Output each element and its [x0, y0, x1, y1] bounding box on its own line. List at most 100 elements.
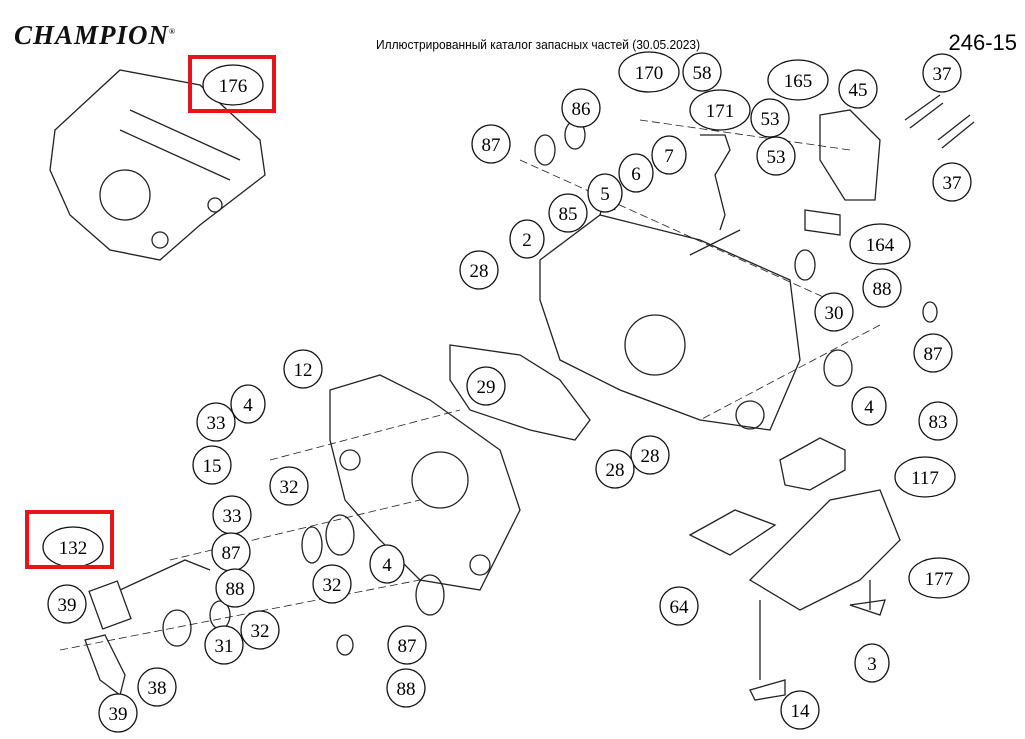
- callout-165: 165: [767, 59, 829, 101]
- callout-bubble: [98, 693, 138, 733]
- callout-164: 164: [849, 223, 911, 265]
- callout-32: 32: [312, 564, 352, 604]
- callout-37: 37: [932, 162, 972, 202]
- callout-bubble: [780, 690, 820, 730]
- callout-88: 88: [215, 568, 255, 608]
- callout-176: 176: [202, 64, 264, 106]
- callout-number: 87: [482, 135, 501, 156]
- callout-number: 88: [397, 679, 416, 700]
- callout-number: 165: [784, 71, 813, 92]
- catalog-title: Иллюстрированный каталог запасных частей…: [376, 37, 701, 52]
- callout-bubble: [894, 456, 956, 498]
- callout-28: 28: [630, 435, 670, 475]
- callout-number: 132: [59, 538, 88, 559]
- highlight-box-176: [188, 55, 276, 113]
- callout-number: 177: [925, 569, 954, 590]
- callout-number: 45: [849, 80, 868, 101]
- callout-87: 87: [387, 625, 427, 665]
- callout-bubble: [908, 557, 970, 599]
- callout-2: 2: [509, 219, 545, 259]
- callout-39: 39: [98, 693, 138, 733]
- callout-bubble: [509, 219, 545, 259]
- callout-38: 38: [137, 667, 177, 707]
- callout-170: 170: [618, 51, 680, 93]
- callout-37: 37: [922, 53, 962, 93]
- page-number: 246-15: [948, 30, 1017, 55]
- callout-bubble: [849, 223, 911, 265]
- callout-number: 86: [572, 99, 591, 120]
- callout-32: 32: [240, 610, 280, 650]
- callout-bubble: [756, 136, 796, 176]
- callout-4: 4: [230, 384, 266, 424]
- callout-33: 33: [196, 402, 236, 442]
- callout-6: 6: [618, 153, 654, 193]
- callout-bubble: [202, 64, 264, 106]
- callout-33: 33: [212, 495, 252, 535]
- callout-bubble: [137, 667, 177, 707]
- callout-bubble: [922, 53, 962, 93]
- callout-number: 53: [761, 109, 780, 130]
- callout-bubble: [618, 153, 654, 193]
- callout-number: 87: [398, 636, 417, 657]
- callout-bubble: [682, 52, 722, 92]
- callout-177: 177: [908, 557, 970, 599]
- callout-number: 4: [243, 395, 253, 416]
- callout-number: 3: [867, 654, 877, 675]
- callout-number: 2: [522, 230, 532, 251]
- callout-number: 58: [693, 63, 712, 84]
- callout-45: 45: [838, 69, 878, 109]
- callout-5: 5: [587, 173, 623, 213]
- callout-number: 28: [606, 460, 625, 481]
- callout-bubble: [932, 162, 972, 202]
- callout-bubble: [918, 401, 958, 441]
- callout-number: 30: [825, 303, 844, 324]
- callout-30: 30: [814, 292, 854, 332]
- callout-132: 132: [42, 526, 104, 568]
- callout-bubble: [561, 88, 601, 128]
- callout-bubble: [548, 193, 588, 233]
- callout-28: 28: [459, 250, 499, 290]
- callout-15: 15: [192, 445, 232, 485]
- callout-number: 32: [251, 621, 270, 642]
- callout-number: 5: [600, 184, 610, 205]
- callout-number: 88: [873, 279, 892, 300]
- callout-number: 33: [223, 506, 242, 527]
- callout-87: 87: [211, 532, 251, 572]
- callout-number: 15: [203, 456, 222, 477]
- highlight-box-132: [25, 510, 114, 569]
- callout-87: 87: [913, 333, 953, 373]
- callout-number: 14: [791, 701, 811, 722]
- callout-number: 39: [109, 704, 128, 725]
- callout-7: 7: [651, 135, 687, 175]
- callout-bubble: [862, 268, 902, 308]
- callout-58: 58: [682, 52, 722, 92]
- callout-117: 117: [894, 456, 956, 498]
- callout-number: 83: [929, 412, 948, 433]
- callout-88: 88: [862, 268, 902, 308]
- callout-bubble: [587, 173, 623, 213]
- callout-number: 6: [631, 164, 641, 185]
- callout-bubble: [851, 386, 887, 426]
- callout-28: 28: [595, 449, 635, 489]
- callout-number: 31: [215, 636, 234, 657]
- callout-number: 87: [222, 543, 241, 564]
- callout-number: 85: [559, 204, 578, 225]
- callout-bubble: [387, 625, 427, 665]
- callout-bubble: [47, 584, 87, 624]
- callout-bubble: [630, 435, 670, 475]
- callout-bubble: [854, 643, 890, 683]
- callout-bubble: [913, 333, 953, 373]
- callout-bubble: [595, 449, 635, 489]
- callout-85: 85: [548, 193, 588, 233]
- callout-bubble: [618, 51, 680, 93]
- callout-number: 7: [664, 146, 674, 167]
- callout-number: 4: [382, 555, 392, 576]
- callout-12: 12: [283, 349, 323, 389]
- callout-number: 33: [207, 413, 226, 434]
- callout-bubble: [689, 89, 751, 131]
- callout-bubble: [204, 625, 244, 665]
- callout-bubble: [471, 124, 511, 164]
- callout-86: 86: [561, 88, 601, 128]
